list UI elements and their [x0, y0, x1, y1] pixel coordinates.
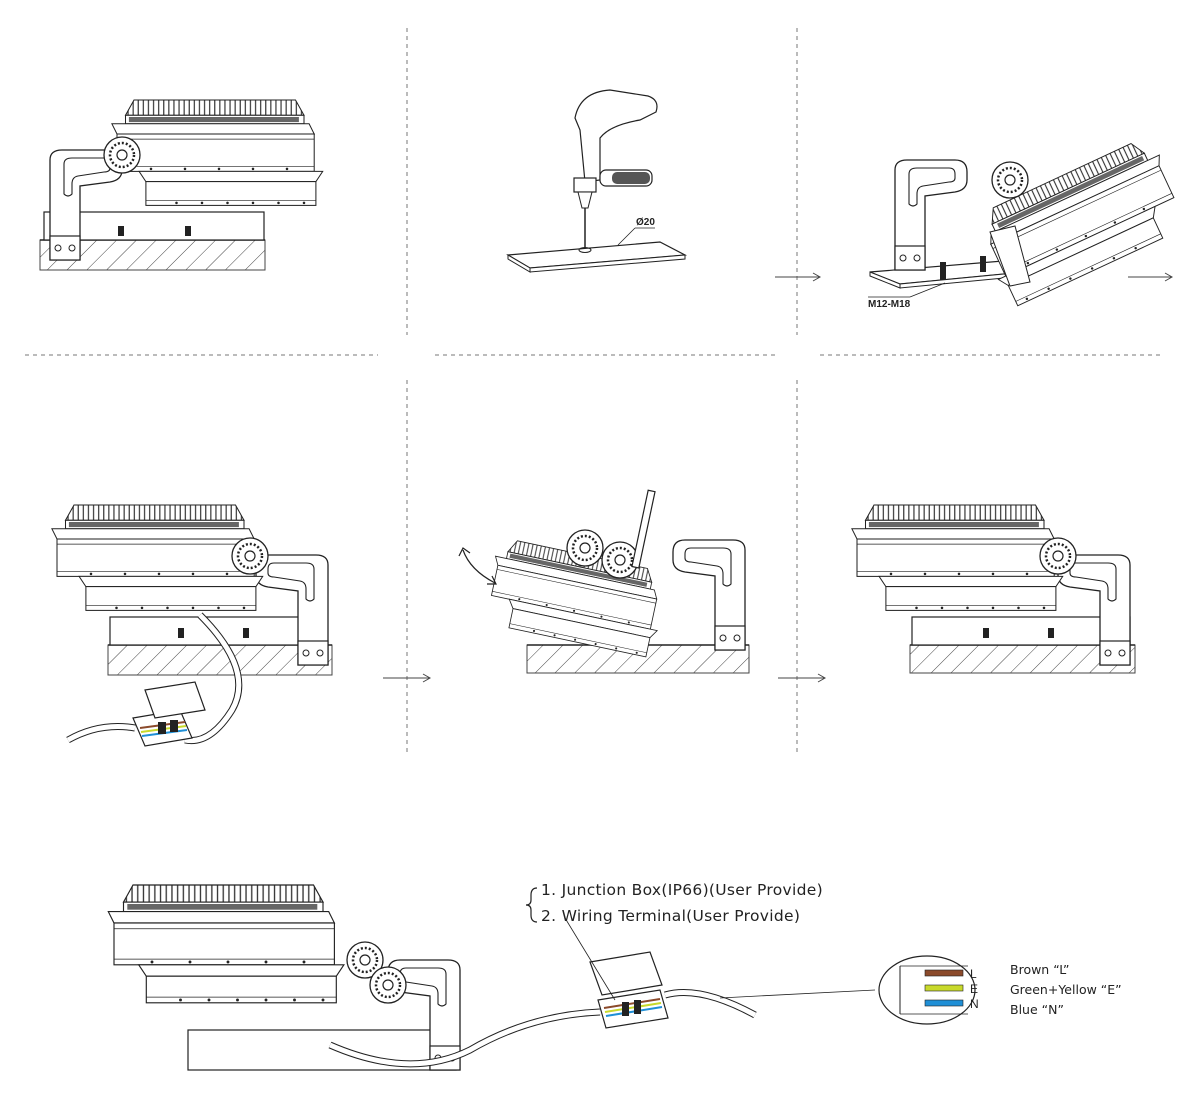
panel-wiring — [51, 504, 333, 747]
panel-mounted-light — [39, 99, 324, 271]
letter-e: E — [970, 982, 978, 996]
panel-wiring-overview — [107, 884, 876, 1071]
panel-adjust-angle — [458, 489, 750, 674]
letter-n: N — [970, 997, 979, 1011]
wire-blue — [924, 999, 964, 1007]
note-wiring-terminal: 2. Wiring Terminal(User Provide) — [541, 907, 800, 925]
step-arrows — [383, 272, 1174, 683]
wire-green-yellow — [924, 984, 964, 992]
cable-cross-section: L E N — [878, 955, 979, 1025]
grid-separators — [25, 28, 1162, 752]
panel-final-position — [851, 504, 1136, 674]
wire-brown — [924, 969, 964, 977]
panel-bolt-fixing: M12-M18 — [868, 134, 1193, 310]
panel-drill-hole: Ø20 — [506, 89, 688, 273]
legend-brown: Brown “L” — [1010, 962, 1069, 977]
bolt-size-label: M12-M18 — [868, 299, 911, 310]
letter-l: L — [970, 967, 977, 981]
hole-size-label: Ø20 — [636, 217, 655, 228]
legend-blue: Blue “N” — [1010, 1002, 1064, 1017]
note-junction-box: 1. Junction Box(IP66)(User Provide) — [541, 881, 823, 899]
legend-green-yellow: Green+Yellow “E” — [1010, 982, 1122, 997]
